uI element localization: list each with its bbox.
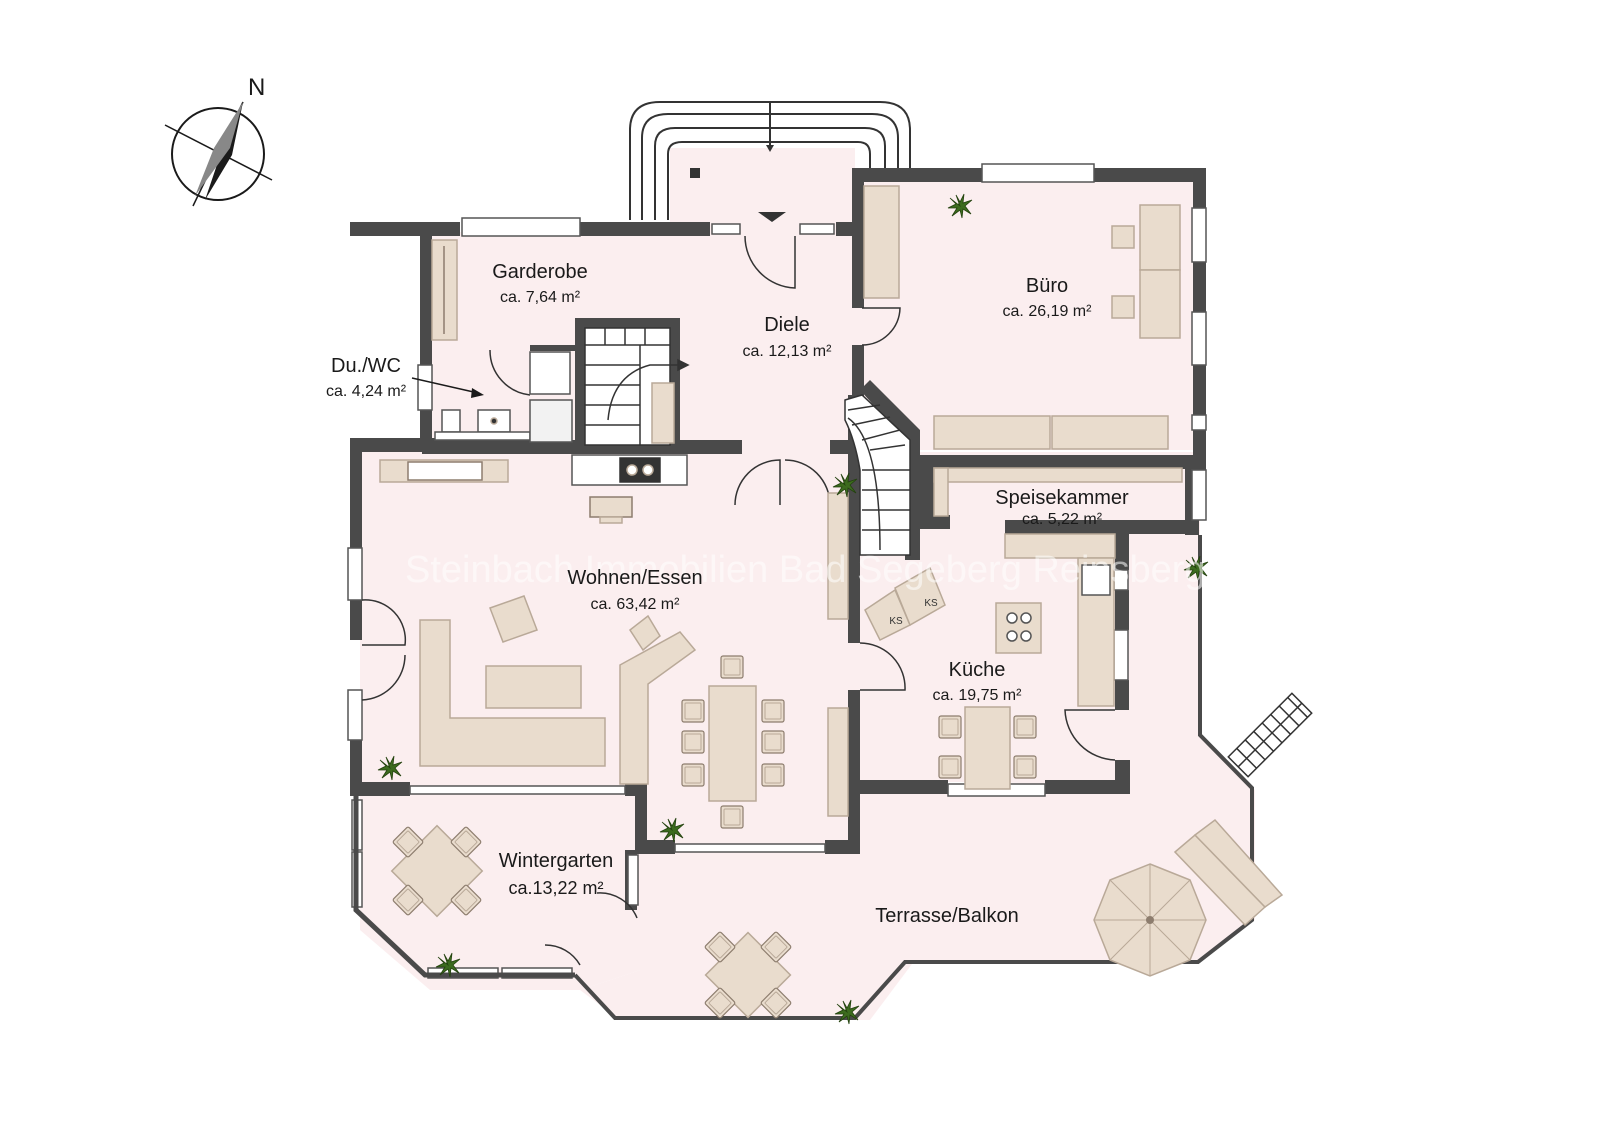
sun-loungers — [1173, 818, 1284, 927]
room-name: Speisekammer — [995, 487, 1129, 509]
fridge-label: KS — [889, 616, 903, 627]
compass-needle-shadow — [195, 102, 243, 196]
kitchen-table — [964, 706, 1011, 790]
compass-north-label: N — [248, 74, 265, 101]
room-area: ca. 7,64 m² — [500, 289, 581, 306]
entry-arrow-icon — [766, 145, 774, 152]
room-area: ca. 26,19 m² — [1003, 303, 1093, 320]
room-area: ca. 19,75 m² — [933, 687, 1023, 704]
room-wohnen-essen: Wohnen/Essen ca. 63,42 m² — [567, 567, 702, 613]
room-area: ca. 4,24 m² — [326, 383, 407, 400]
room-diele: Diele ca. 12,13 m² — [743, 314, 833, 360]
room-area: ca.13,22 m² — [508, 878, 603, 898]
room-area: ca. 5,22 m² — [1022, 511, 1103, 528]
room-du-wc: Du./WC ca. 4,24 m² — [326, 355, 407, 400]
stairs-diele — [844, 394, 911, 556]
watermark: Steinbach Immobilien Bad Segeberg Reinsb… — [405, 549, 1206, 591]
light-fixture — [690, 168, 700, 178]
room-kueche: Küche ca. 19,75 m² — [933, 659, 1023, 704]
room-garderobe: Garderobe ca. 7,64 m² — [492, 261, 588, 306]
room-buero: Büro ca. 26,19 m² — [1003, 275, 1093, 320]
room-speisekammer: Speisekammer ca. 5,22 m² — [995, 487, 1129, 528]
terrace-steps — [1227, 692, 1313, 778]
room-name: Wintergarten — [499, 850, 614, 872]
compass: N — [164, 74, 273, 207]
entry-door-arrow-icon — [758, 212, 786, 222]
room-area: ca. 12,13 m² — [743, 343, 833, 360]
room-name: Garderobe — [492, 261, 588, 283]
compass-ring — [171, 107, 265, 201]
room-name: Diele — [764, 314, 810, 336]
room-name: Du./WC — [331, 355, 401, 377]
room-name: Küche — [949, 659, 1006, 681]
room-terrasse-balkon: Terrasse/Balkon — [875, 905, 1018, 927]
room-name: Terrasse/Balkon — [875, 905, 1018, 927]
terrace-outline — [573, 535, 1254, 1020]
umbrella — [1093, 863, 1207, 977]
room-name: Büro — [1026, 275, 1068, 297]
room-name: Wohnen/Essen — [567, 567, 702, 589]
entrance-steps — [629, 101, 911, 220]
room-area: ca. 63,42 m² — [591, 596, 681, 613]
du-wc-pointer-arrowhead — [471, 388, 484, 398]
du-wc-pointer-arrow — [411, 377, 479, 394]
furniture — [379, 185, 1183, 817]
fridge-label: KS — [924, 598, 938, 609]
room-wintergarten: Wintergarten ca.13,22 m² — [499, 850, 614, 898]
wintergarten-frame — [353, 795, 575, 978]
doors — [361, 235, 1116, 966]
